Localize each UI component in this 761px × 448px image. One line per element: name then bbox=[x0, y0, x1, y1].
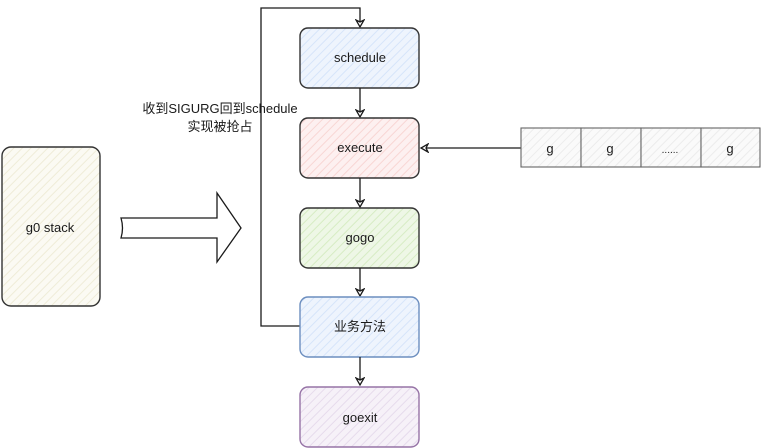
preempt-loop-connector bbox=[260, 7, 360, 327]
sigurg-annotation: 收到SIGURG回到schedule 实现被抢占 bbox=[142, 101, 297, 134]
node-business-method-label: 业务方法 bbox=[334, 319, 386, 334]
queue-cell-label: g bbox=[546, 141, 553, 156]
node-g0-stack[interactable]: g0 stack bbox=[1, 146, 101, 307]
node-business-method[interactable]: 业务方法 bbox=[299, 296, 420, 358]
node-goexit-label: goexit bbox=[343, 410, 378, 425]
node-goexit[interactable]: goexit bbox=[299, 386, 420, 448]
queue-cell bbox=[700, 127, 761, 168]
node-schedule-label: schedule bbox=[334, 50, 386, 65]
node-gogo-label: gogo bbox=[346, 230, 375, 245]
block-arrow-icon bbox=[120, 190, 242, 265]
node-g0-stack-label: g0 stack bbox=[26, 220, 75, 235]
run-queue: g g ...... g bbox=[520, 127, 761, 168]
annotation-line-1: 收到SIGURG回到schedule bbox=[142, 101, 297, 116]
node-execute[interactable]: execute bbox=[299, 117, 420, 179]
annotation-line-2: 实现被抢占 bbox=[187, 119, 252, 134]
node-execute-label: execute bbox=[337, 140, 383, 155]
queue-cell bbox=[640, 127, 702, 168]
queue-cell bbox=[580, 127, 642, 168]
node-gogo[interactable]: gogo bbox=[299, 207, 420, 269]
queue-cell-label: ...... bbox=[662, 145, 679, 156]
queue-cell-label: g bbox=[606, 141, 613, 156]
queue-cell bbox=[520, 127, 582, 168]
node-schedule[interactable]: schedule bbox=[299, 27, 420, 89]
queue-cell-label: g bbox=[726, 141, 733, 156]
